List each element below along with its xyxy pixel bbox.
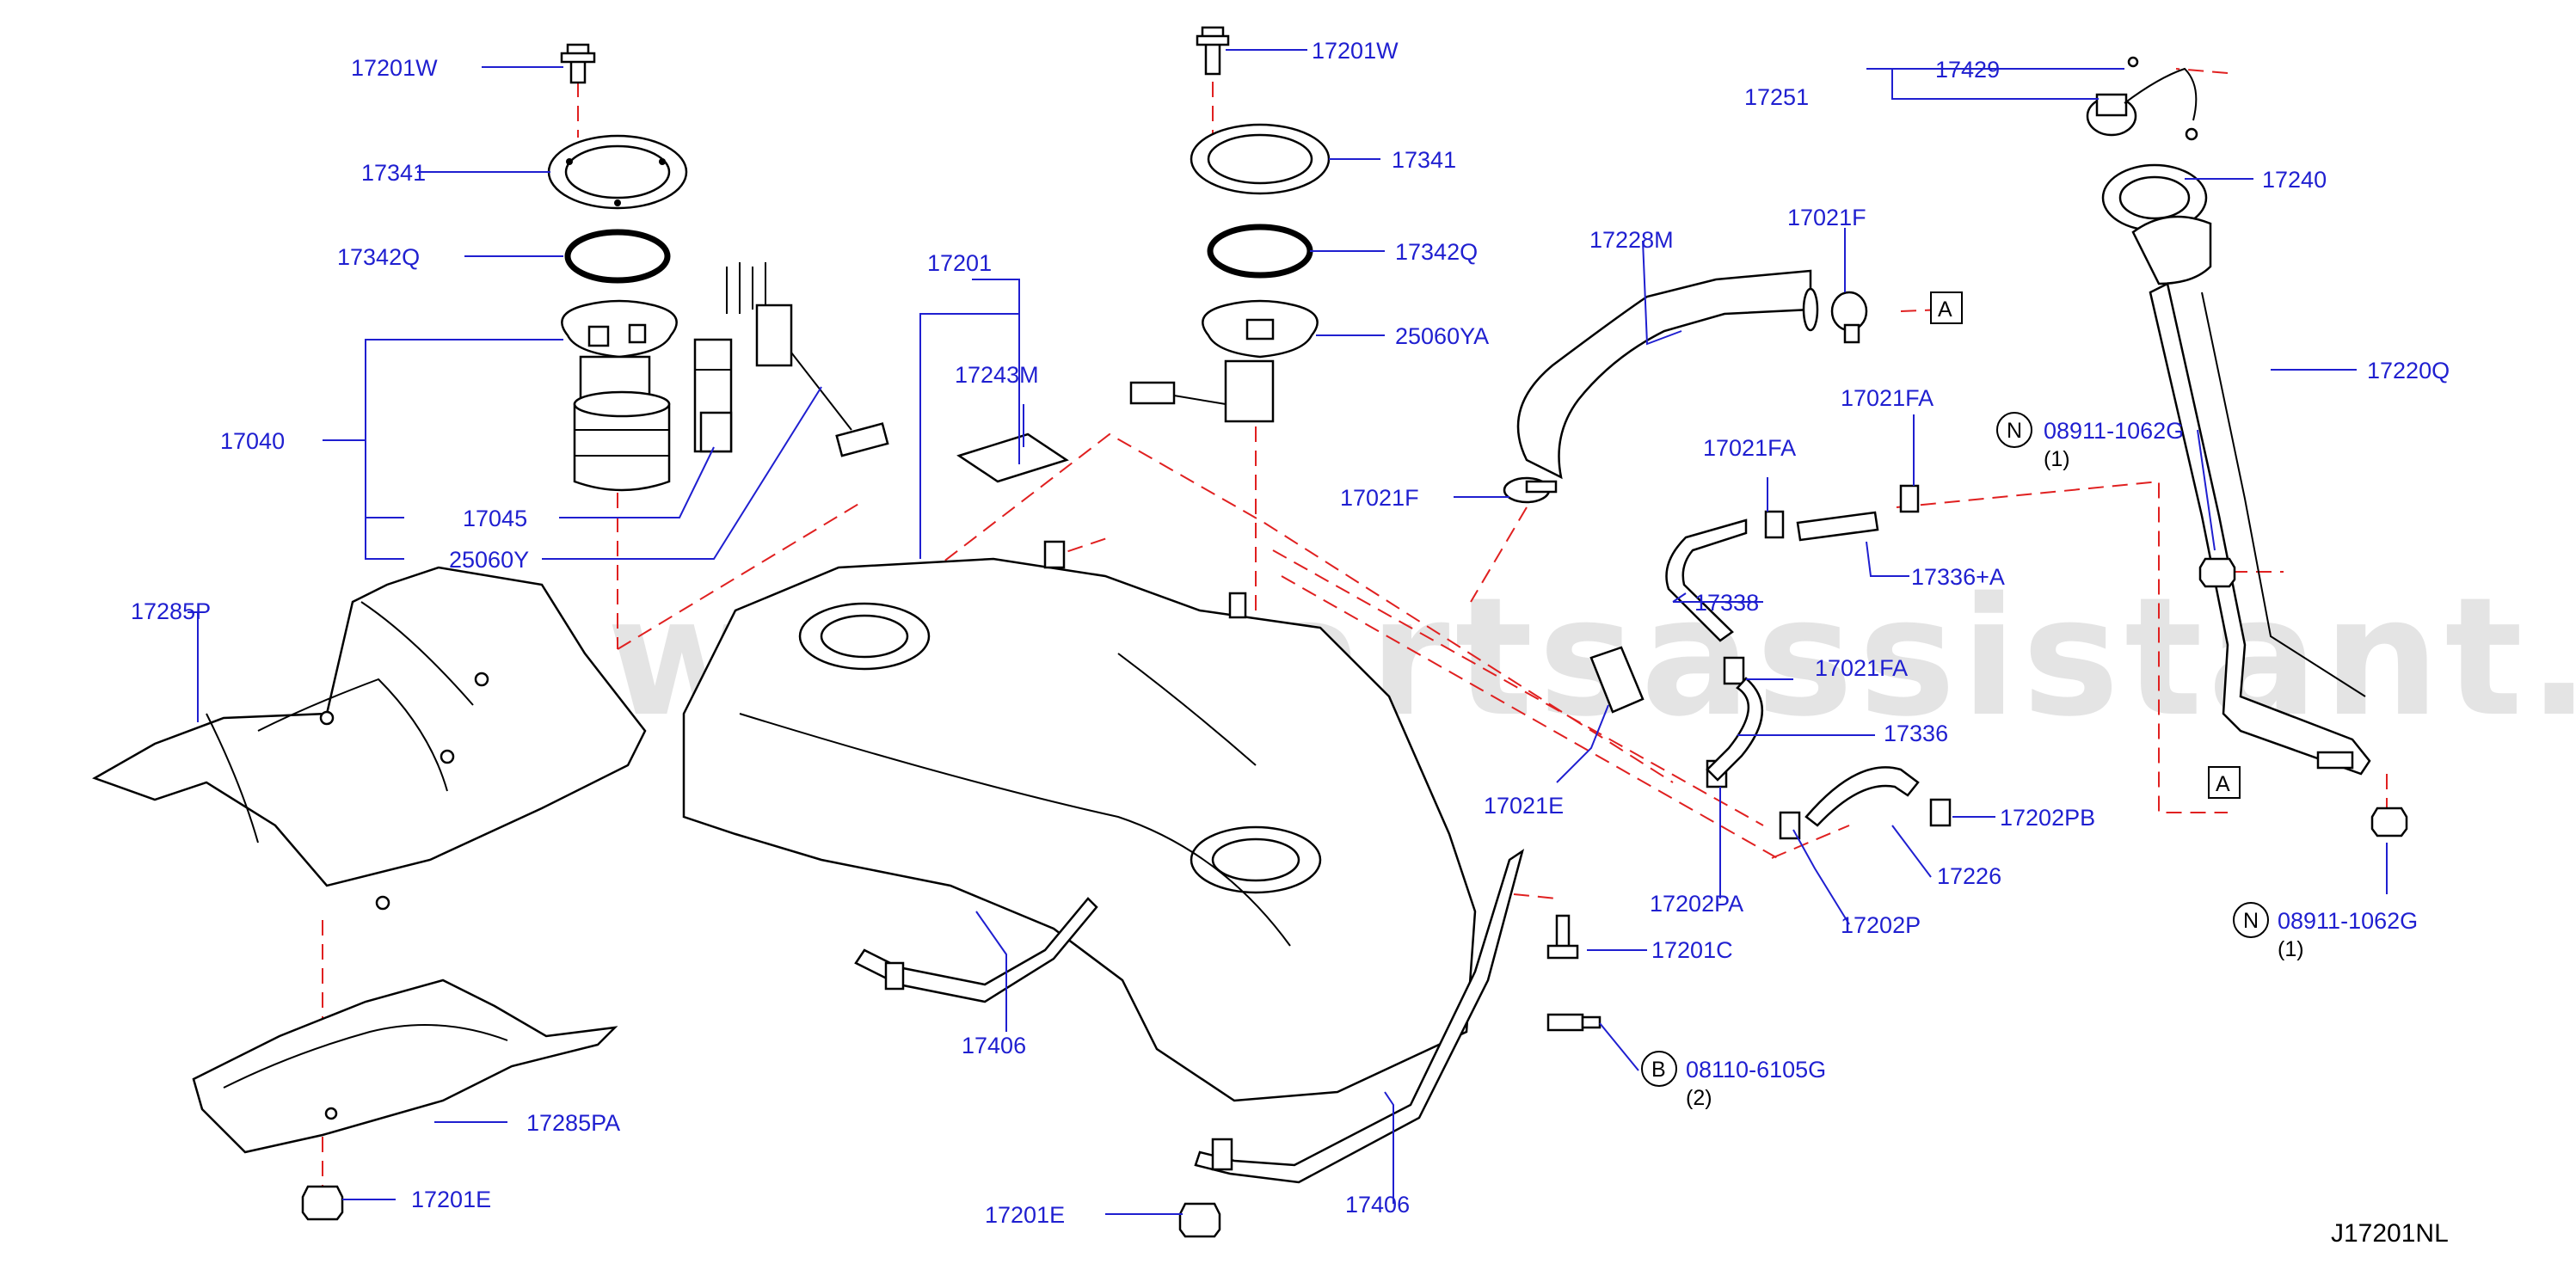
sender-retainer-ring (1190, 123, 1331, 195)
leaders-filler (1866, 68, 2388, 894)
leaders-left (323, 66, 822, 560)
label-17240: 17240 (2262, 167, 2327, 193)
fuel-filter (693, 338, 733, 453)
label-17338: 17338 (1694, 590, 1759, 616)
label-17336-a: 17336+A (1911, 564, 2005, 590)
label-17226: 17226 (1937, 863, 2001, 889)
label-17021f-top: 17021F (1787, 205, 1866, 230)
label-08911-1062g-top: 08911-1062G (2044, 418, 2184, 444)
svg-text:A: A (1938, 298, 1952, 322)
svg-text:N: N (2007, 419, 2022, 443)
leaders-center (919, 49, 1647, 1215)
nut-badge-n-1: N (1996, 412, 2032, 448)
label-17285p: 17285P (131, 598, 211, 624)
tank-strap-right (1194, 849, 1525, 1184)
label-17201w-left: 17201W (351, 55, 438, 81)
label-25060ya: 25060YA (1395, 323, 1489, 349)
label-17202pb: 17202PB (2000, 805, 2095, 831)
fuel-level-sender (726, 262, 889, 457)
label-17251: 17251 (1744, 84, 1809, 110)
ref-a-box-1: A (1930, 291, 1963, 324)
label-08911-top-qty: (1) (2044, 447, 2070, 471)
leaders-right-hoses (1454, 228, 1995, 925)
filler-tube (2131, 215, 2371, 776)
label-08911-bottom-qty: (1) (2278, 937, 2304, 961)
label-17243m: 17243M (955, 362, 1039, 388)
label-08110-qty: (2) (1686, 1086, 1712, 1110)
part-labels: 17201W 17341 17342Q 17040 17045 25060Y 1… (131, 38, 2450, 1228)
label-17336: 17336 (1884, 721, 1948, 746)
label-17201e-left: 17201E (411, 1187, 491, 1212)
fuel-level-sender-sub (1129, 299, 1319, 423)
bolt-badge-b: B (1641, 1051, 1677, 1087)
svg-text:B: B (1651, 1058, 1666, 1082)
label-08911-1062g-bottom: 08911-1062G (2278, 908, 2418, 934)
label-17202p: 17202P (1841, 912, 1921, 938)
label-17045: 17045 (463, 506, 527, 531)
sender-o-ring (1207, 224, 1313, 279)
pump-o-ring (564, 229, 671, 284)
tank-strap-bolts (1178, 914, 1602, 1238)
label-17021fa-top: 17021FA (1841, 385, 1934, 411)
nut-badge-n-2: N (2233, 902, 2269, 938)
heat-shield-lower (192, 978, 618, 1154)
vent-tube (1665, 511, 1879, 642)
label-25060y: 25060Y (449, 547, 529, 573)
label-17429: 17429 (1935, 57, 2000, 83)
label-17342q-center: 17342Q (1395, 239, 1478, 265)
svg-text:N: N (2243, 909, 2259, 933)
vent-hoses (1706, 677, 1920, 827)
label-17341-center: 17341 (1392, 147, 1456, 173)
fuel-tank (682, 540, 1477, 1102)
label-17406-left: 17406 (962, 1033, 1026, 1058)
filler-nuts (2198, 557, 2408, 837)
label-17021fa-low: 17021FA (1815, 655, 1908, 681)
fuel-pump-module (561, 299, 678, 492)
label-17341-left: 17341 (361, 160, 426, 186)
tank-strap-left (854, 897, 1098, 1003)
pump-retainer-ring (547, 134, 688, 210)
diagram-code: J17201NL (2331, 1219, 2449, 1248)
pump-bolt (560, 43, 596, 84)
label-17021e: 17021E (1484, 793, 1564, 819)
filler-ring (2101, 163, 2208, 232)
leaders-shields (188, 611, 507, 1200)
tank-sheet (956, 432, 1069, 483)
label-17202pa: 17202PA (1650, 891, 1743, 917)
label-17228m: 17228M (1589, 227, 1674, 253)
label-17406-right: 17406 (1345, 1192, 1410, 1218)
label-17021f-left: 17021F (1340, 485, 1419, 511)
canister-bracket (1589, 646, 1645, 714)
filler-cap (2086, 56, 2198, 141)
shield-nut (301, 1185, 344, 1221)
heat-shield-upper (92, 566, 647, 911)
label-17342q-left: 17342Q (337, 244, 420, 270)
svg-text:A: A (2216, 772, 2230, 796)
label-17201: 17201 (927, 250, 992, 276)
sender-bolt (1196, 26, 1230, 76)
label-17201e-center: 17201E (985, 1202, 1065, 1228)
label-17201c: 17201C (1651, 937, 1733, 963)
label-17285pa: 17285PA (526, 1110, 620, 1136)
label-17040: 17040 (220, 428, 285, 454)
label-17220q: 17220Q (2367, 358, 2450, 383)
label-17201w-center: 17201W (1312, 38, 1399, 64)
label-08110-6105g: 08110-6105G (1686, 1057, 1826, 1083)
filler-hose (1516, 269, 1819, 480)
ref-a-box-2: A (2208, 766, 2241, 799)
label-17021fa-mid: 17021FA (1703, 435, 1796, 461)
